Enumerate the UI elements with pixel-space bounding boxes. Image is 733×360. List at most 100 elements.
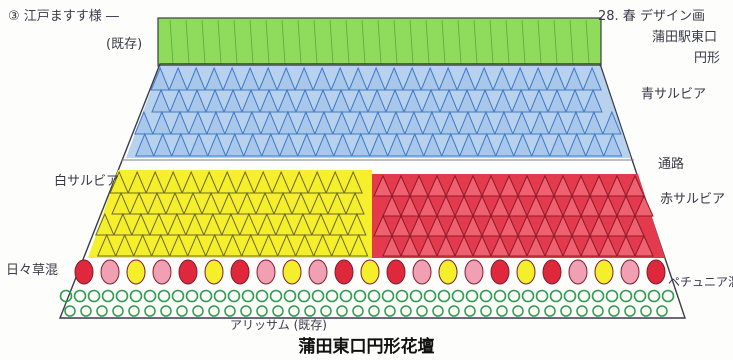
red-salvia-plant [427,214,447,237]
hedge-stripe [217,19,222,65]
blue-salvia-plant [510,66,530,91]
hedge-stripe [345,19,350,65]
blue-salvia-plant [422,110,442,135]
red-salvia-plant [382,194,402,217]
blue-salvia-plant [529,88,549,113]
red-salvia-plant [373,174,393,197]
alyssum-plant [400,305,412,317]
note-top-right-3: 円形 [694,51,721,66]
alyssum-plant [479,289,493,303]
mixed-flower [100,259,120,285]
red-salvia-plant [616,194,636,217]
red-salvia-plant [517,214,537,237]
blue-salvia-plant [332,132,353,157]
blue-salvia-plant [186,66,206,91]
red-salvia-plant [508,234,528,257]
blue-salvia-plant [584,110,604,135]
hedge-stripe [441,19,446,65]
white-salvia-plant [165,191,185,215]
alyssum-plant [320,305,332,317]
blue-salvia-plant [278,132,299,157]
alyssum-plant [432,305,444,317]
white-salvia-plants [95,170,369,257]
label-path: 通路 [658,157,685,172]
blue-salvia-plant [169,88,189,113]
white-salvia-plant [258,233,279,257]
alyssum-plant [272,305,284,317]
alyssum-plant [87,289,101,303]
blue-salvia-plant [564,66,584,91]
blue-salvia-plant [295,88,315,113]
hedge-stripe [553,19,558,65]
blue-salvia-plant [384,66,404,91]
alyssum-plant [384,305,396,317]
hedge-stripe [377,19,382,65]
blue-salvia-plant [330,66,350,91]
red-salvia-plant [598,234,618,257]
red-salvia-plant [571,214,591,237]
mixed-flower [568,259,588,285]
note-top-left: ③ 江戸ますす様 ― [8,9,119,24]
white-salvia-plant [185,212,205,236]
red-salvia-plant [463,174,483,197]
red-salvia-plant [418,194,438,217]
alyssum-plant [129,289,143,303]
red-salvia-plant [490,234,510,257]
mixed-flower [542,259,562,285]
alyssum-plant [352,305,364,317]
alyssum-plant [143,289,157,303]
alyssum-plant [464,305,476,317]
label-red-salvia: 赤サルビア [660,192,726,207]
mixed-flower [516,259,536,285]
alyssum-plant [115,289,129,303]
blue-salvia-plant [548,132,569,157]
white-salvia-plant [127,170,147,194]
blue-salvia-plant [566,110,586,135]
alyssum-plant [256,305,268,317]
red-salvia-plant [436,234,456,257]
alyssum-plant [101,289,115,303]
blue-salvia-plant [476,110,496,135]
alyssum-plant [171,289,185,303]
white-salvia-plant [309,191,329,215]
red-salvia-plant [409,214,429,237]
alyssum-plant [64,305,76,317]
blue-salvia-plant [530,110,550,135]
alyssum-plant [227,289,241,303]
alyssum-plant [549,289,563,303]
blue-salvia-plant [476,132,497,157]
blue-salvia-plant [296,132,317,157]
alyssum-plant [512,305,524,317]
red-salvia-plant [634,234,654,257]
red-salvia-plant [454,194,474,217]
white-salvia-plant [348,233,369,257]
white-salvia-plant [199,170,219,194]
white-salvia-plant [325,170,345,194]
white-salvia-plant [307,170,327,194]
alyssum-plant [213,289,227,303]
red-salvia-plant [526,234,546,257]
red-salvia-plant [625,214,645,237]
white-salvia-plant [201,191,221,215]
alyssum-plant [73,289,87,303]
white-salvia-plant [149,212,169,236]
blue-salvia-plant [170,132,191,157]
blue-salvia-plant [242,110,262,135]
white-salvia-plant [95,212,115,236]
red-salvia-plant [409,174,429,197]
white-salvia-plant [150,233,171,257]
blue-salvia-plant [512,110,532,135]
white-salvia-plant [294,233,315,257]
white-salvia-plant [312,233,333,257]
hedge-stripes [169,19,590,65]
blue-salvia-plant [151,88,171,113]
red-salvia-plant [571,174,591,197]
blue-salvia-plant [187,88,207,113]
blue-salvia-plant [260,110,280,135]
mixed-flower [230,259,250,285]
blue-salvia-plant [188,132,209,157]
alyssum-plant [157,289,171,303]
red-salvia-plant [607,214,627,237]
alyssum-plant [544,305,556,317]
mixed-flower [74,259,94,285]
